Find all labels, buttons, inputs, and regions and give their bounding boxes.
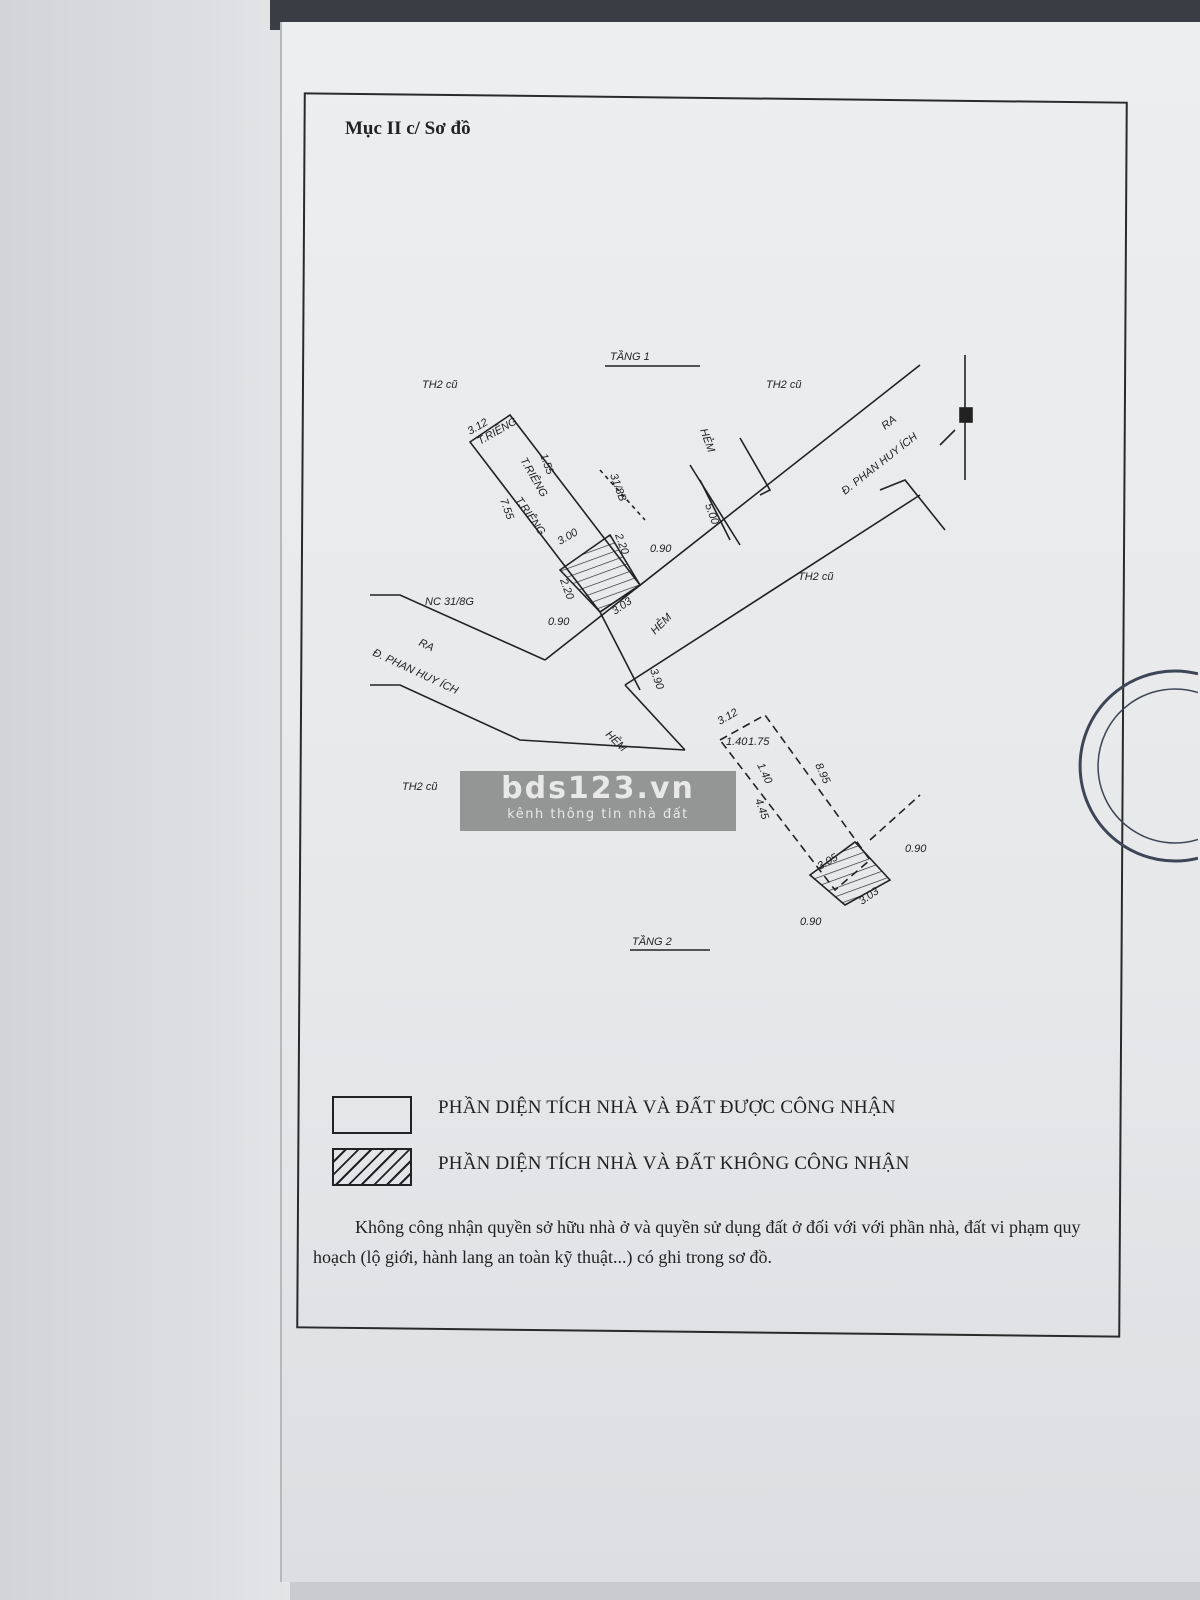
floor2-lot	[718, 713, 921, 906]
dimension: 8.95	[812, 761, 832, 786]
note-paragraph: Không công nhận quyền sở hữu nhà ở và qu…	[313, 1217, 1081, 1267]
wall-label: T.RIÊNG	[513, 494, 549, 538]
dimension: 1.75	[748, 736, 770, 748]
street-label: Đ. PHAN HUY ÍCH	[839, 430, 920, 497]
document-page	[280, 22, 1200, 1582]
dimension: 0.90	[548, 616, 570, 628]
neighbor-label: TH2 cũ	[422, 379, 457, 391]
legend-label-unrecognized: PHẦN DIỆN TÍCH NHÀ VÀ ĐẤT KHÔNG CÔNG NHẬ…	[438, 1153, 910, 1174]
house-number: NC 31/8G	[425, 596, 474, 608]
watermark: bds123.vn kênh thông tin nhà đất	[460, 771, 736, 831]
facing-page	[0, 0, 290, 1600]
street-label: Đ. PHAN HUY ÍCH	[371, 646, 461, 697]
dimension: 3.12	[716, 706, 741, 727]
floor1-title: TẦNG 1	[610, 350, 650, 363]
watermark-tagline: kênh thông tin nhà đất	[507, 807, 689, 822]
neighbor-label: TH2 cũ	[798, 571, 833, 583]
legend-label-recognized: PHẦN DIỆN TÍCH NHÀ VÀ ĐẤT ĐƯỢC CÔNG NHẬN	[438, 1097, 896, 1118]
neighbor-label: TH2 cũ	[402, 781, 437, 793]
ra-label: RA	[417, 637, 436, 654]
dimension: 1.40	[754, 761, 774, 786]
dimension: 3.00	[556, 526, 581, 548]
watermark-brand: bds123.vn	[501, 771, 695, 806]
dimension: 0.90	[800, 916, 822, 928]
floor1-lot	[468, 413, 642, 691]
official-stamp-outer-ring	[1078, 669, 1198, 863]
dimension: 0.90	[650, 543, 672, 555]
neighbor-label: TH2 cũ	[766, 379, 801, 391]
section-heading: Mục II c/ Sơ đồ	[345, 118, 471, 139]
alley-label: HẺM	[603, 728, 630, 755]
ra-label: RA	[879, 413, 898, 432]
street-lines	[370, 355, 973, 751]
dimension: 3.90	[647, 667, 666, 692]
legend-swatch-unrecognized	[332, 1148, 412, 1186]
alley-label: HẺM	[697, 427, 718, 455]
dimension: 0.90	[905, 843, 927, 855]
legend-swatch-recognized	[332, 1096, 412, 1134]
dimension: 1.55	[537, 452, 556, 477]
dimension: 4.45	[752, 797, 771, 822]
dimension: 1.40	[726, 736, 748, 748]
official-stamp	[1078, 669, 1198, 863]
official-stamp-inner-ring	[1097, 688, 1198, 844]
house-number: 31/8B	[607, 472, 628, 503]
alley-label: HẺM	[648, 610, 675, 637]
floor2-title: TẦNG 2	[632, 935, 672, 948]
